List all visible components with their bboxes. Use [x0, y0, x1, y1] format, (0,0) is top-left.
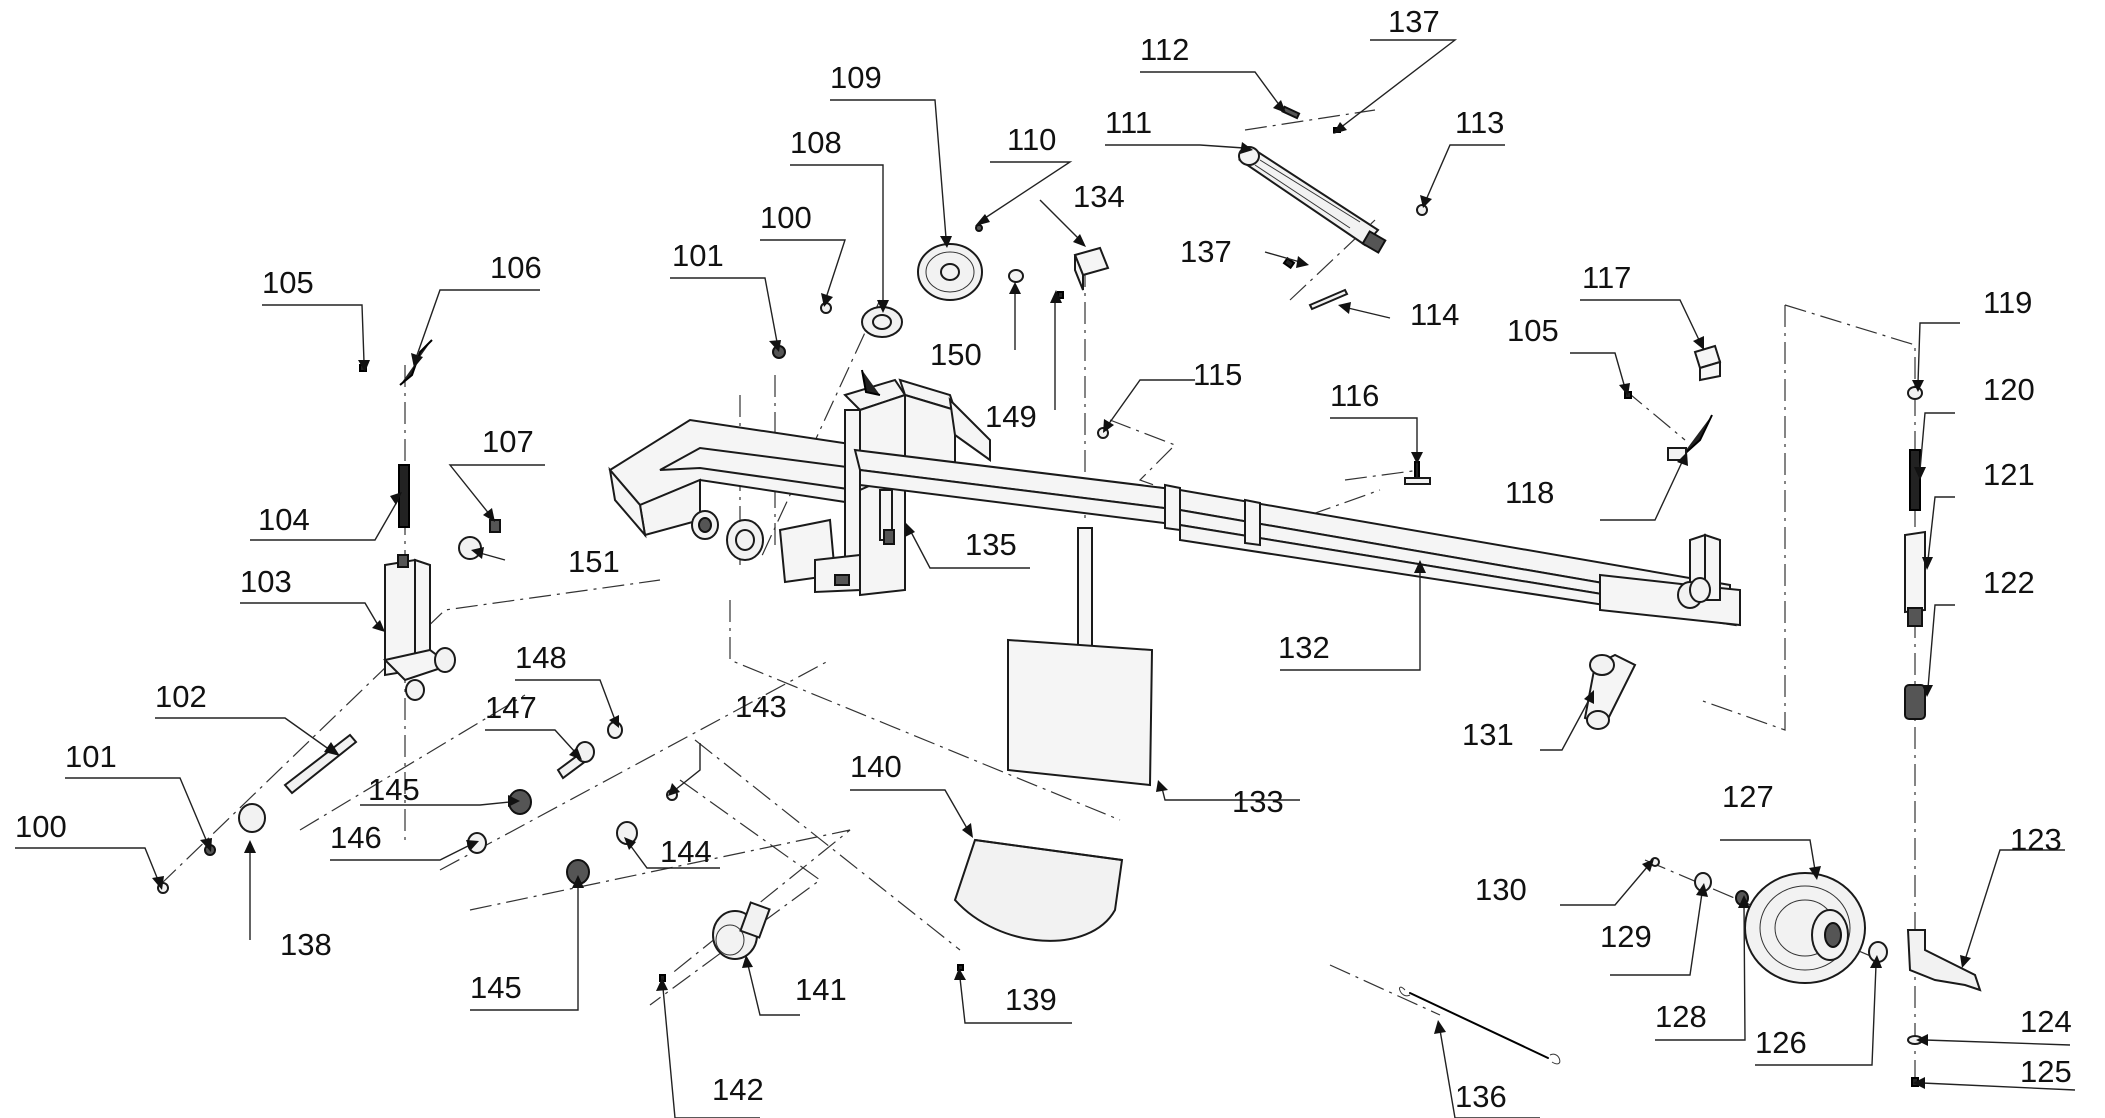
part-107: [489, 519, 501, 533]
callout-113: 113: [1455, 105, 1504, 140]
callout-131: 131: [1462, 717, 1514, 752]
callout-100: 100: [760, 200, 812, 235]
callout-101: 101: [65, 739, 117, 774]
callout-124: 124: [2020, 1004, 2072, 1039]
part-120: [1909, 449, 1921, 511]
callout-122: 122: [1983, 565, 2035, 600]
callout-100: 100: [15, 809, 67, 844]
callout-137: 137: [1180, 234, 1232, 269]
parts: [157, 105, 1982, 1087]
callout-117: 117: [1582, 260, 1631, 295]
part-140: [953, 838, 1124, 942]
callout-119: 119: [1983, 285, 2032, 320]
callout-151: 151: [568, 544, 620, 579]
callout-111: 111: [1105, 105, 1152, 140]
callout-112: 112: [1140, 32, 1189, 67]
callout-143: 143: [735, 689, 787, 724]
callout-108: 108: [790, 125, 842, 160]
callout-120: 120: [1983, 372, 2035, 407]
callout-146: 146: [330, 820, 382, 855]
callout-136: 136: [1455, 1079, 1507, 1114]
callout-123: 123: [2010, 822, 2062, 857]
part-114: [1308, 288, 1349, 311]
part-136: [1409, 992, 1549, 1059]
callout-126: 126: [1755, 1025, 1807, 1060]
part-138: [238, 803, 266, 833]
callout-121: 121: [1983, 457, 2035, 492]
part-151: [458, 536, 482, 560]
callout-145: 145: [368, 772, 420, 807]
main-frame: [608, 369, 1741, 787]
callout-141: 141: [795, 972, 847, 1007]
callout-130: 130: [1475, 872, 1527, 907]
callout-137: 137: [1388, 4, 1440, 39]
callout-103: 103: [240, 564, 292, 599]
part-111: [1237, 150, 1380, 247]
callout-147: 147: [485, 690, 537, 725]
callout-118: 118: [1505, 475, 1554, 510]
callout-114: 114: [1410, 297, 1459, 332]
callout-133: 133: [1232, 784, 1284, 819]
callout-115: 115: [1193, 357, 1242, 392]
callout-149: 149: [985, 399, 1037, 434]
callout-104: 104: [258, 502, 310, 537]
callout-105: 105: [262, 265, 314, 300]
callout-145: 145: [470, 970, 522, 1005]
callout-116: 116: [1330, 378, 1379, 413]
callout-109: 109: [830, 60, 882, 95]
callout-134: 134: [1073, 179, 1125, 214]
callout-139: 139: [1005, 982, 1057, 1017]
callout-129: 129: [1600, 919, 1652, 954]
callout-132: 132: [1278, 630, 1330, 665]
callout-138: 138: [280, 927, 332, 962]
callout-127: 127: [1722, 779, 1774, 814]
part-121: [1904, 530, 1926, 614]
callout-140: 140: [850, 749, 902, 784]
callout-labels: 100 100 101 101 102 103 104 105 105 106 …: [15, 4, 2072, 1114]
callout-107: 107: [482, 424, 534, 459]
callout-144: 144: [660, 834, 712, 869]
part-116: [1414, 461, 1420, 479]
callout-105: 105: [1507, 313, 1559, 348]
callout-125: 125: [2020, 1054, 2072, 1089]
part-122: [1904, 684, 1926, 720]
callout-150: 150: [930, 337, 982, 372]
callout-128: 128: [1655, 999, 1707, 1034]
callout-101: 101: [672, 238, 724, 273]
part-104: [398, 464, 410, 528]
callout-135: 135: [965, 527, 1017, 562]
callout-110: 110: [1007, 122, 1056, 157]
callout-106: 106: [490, 250, 542, 285]
part-123: [1906, 929, 1982, 992]
leader-lines: [15, 39, 2076, 1118]
callout-102: 102: [155, 679, 207, 714]
callout-142: 142: [712, 1072, 764, 1107]
callout-148: 148: [515, 640, 567, 675]
